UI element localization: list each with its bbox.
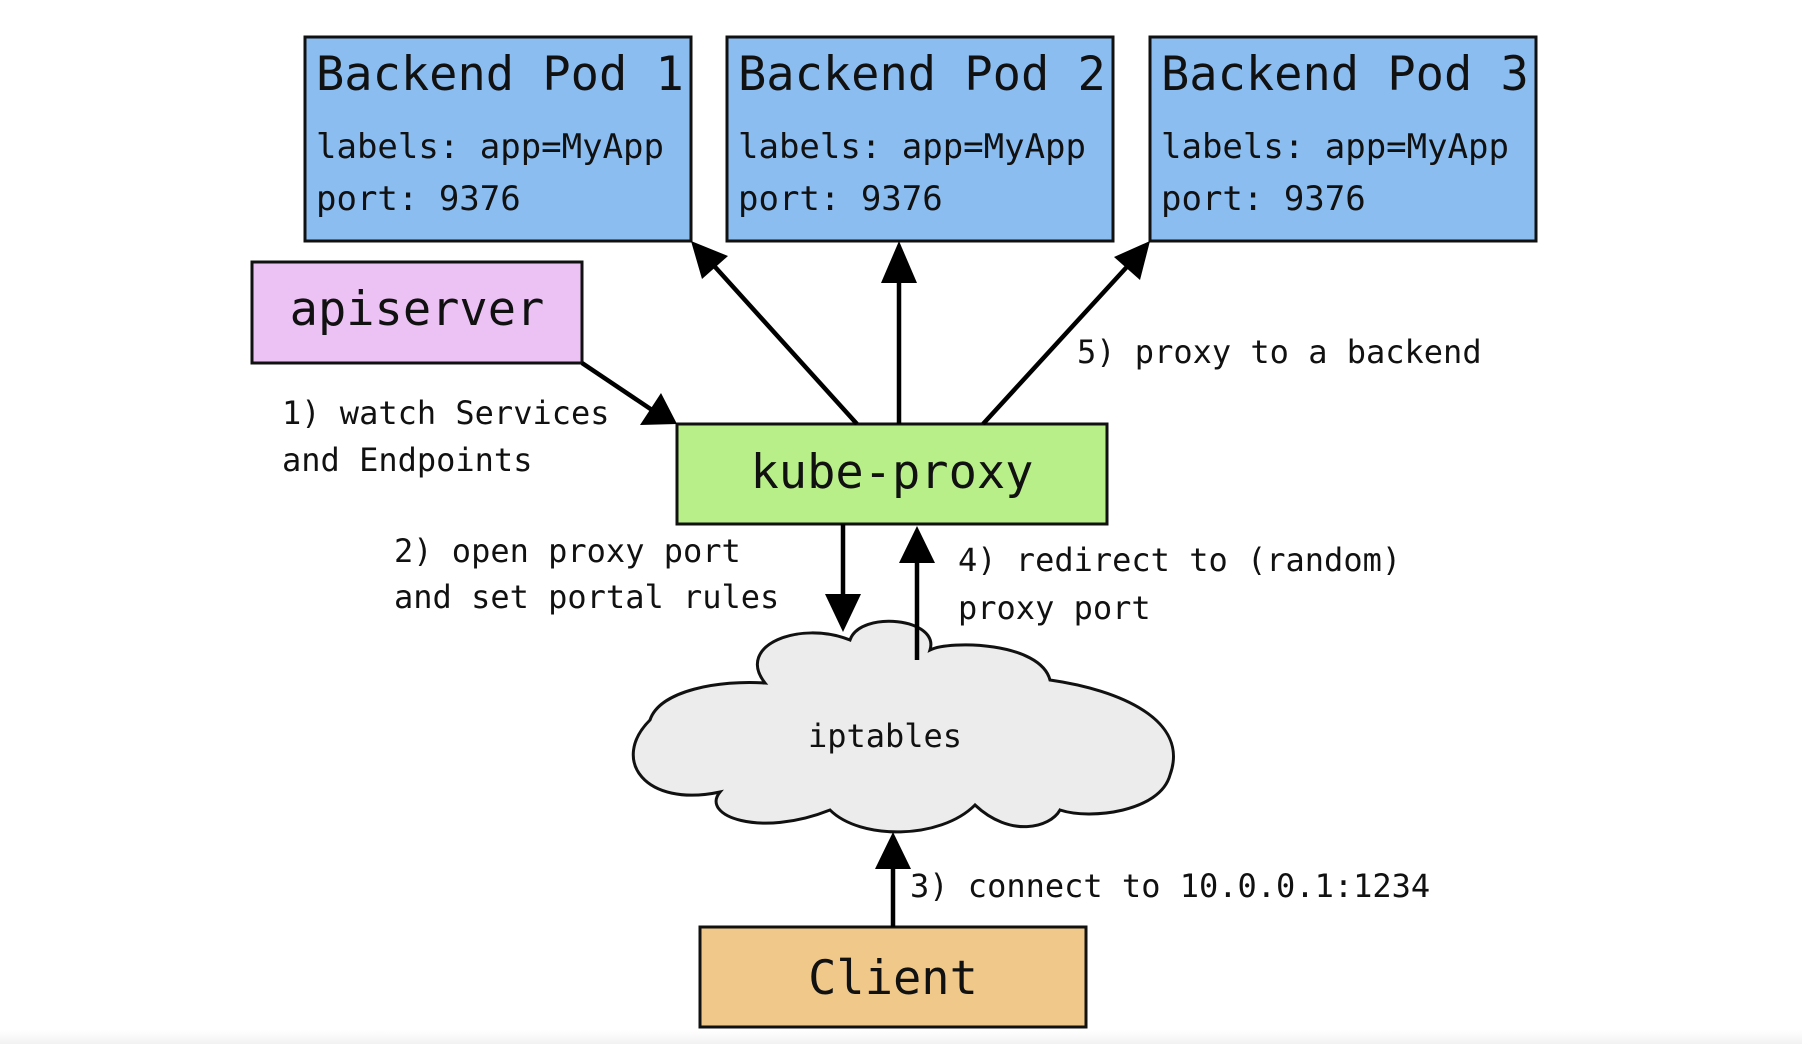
kube-proxy-node: kube-proxy: [675, 422, 1109, 526]
arrow-to-pod-2: [881, 241, 917, 424]
client-label: Client: [808, 951, 978, 1006]
client-node: Client: [698, 925, 1088, 1029]
step3-line1: 3) connect to 10.0.0.1:1234: [910, 867, 1430, 905]
apiserver-node: apiserver: [250, 260, 584, 365]
arrow-watch: [580, 361, 677, 425]
arrow-to-pod-3: [981, 241, 1150, 426]
arrows: [580, 241, 1150, 927]
step2-line1: 2) open proxy port: [394, 532, 741, 570]
backend-pod-3-port: port: 9376: [1161, 179, 1366, 219]
apiserver-box: [250, 260, 584, 365]
bottom-fade: [0, 1030, 1802, 1044]
iptables-label: iptables: [808, 717, 962, 755]
backend-pod-1-title: Backend Pod 1: [316, 47, 684, 102]
backend-pod-2-labels: labels: app=MyApp: [738, 127, 1086, 167]
kube-proxy-label: kube-proxy: [751, 445, 1034, 500]
backend-pod-1-box: [303, 35, 693, 243]
iptables-cloud: iptables: [631, 619, 1175, 834]
apiserver-label: apiserver: [290, 282, 545, 337]
backend-pod-3-title: Backend Pod 3: [1161, 47, 1529, 102]
step5-line1: 5) proxy to a backend: [1077, 333, 1482, 371]
arrow-redirect: [899, 526, 935, 660]
client-box: [698, 925, 1088, 1029]
backend-pod-3: Backend Pod 3 labels: app=MyApp port: 93…: [1148, 35, 1538, 243]
arrow-open-portal: [825, 524, 861, 632]
arrow-to-pod-1: [691, 241, 859, 426]
step1-line1: 1) watch Services: [282, 394, 610, 432]
backend-pod-2-port: port: 9376: [738, 179, 943, 219]
kube-proxy-box: [675, 422, 1109, 526]
backend-pod-1-labels: labels: app=MyApp: [316, 127, 664, 167]
backend-pod-2-box: [725, 35, 1115, 243]
step-labels: 1) watch Services and Endpoints 2) open …: [282, 333, 1482, 905]
step2-line2: and set portal rules: [394, 578, 779, 616]
step1-line2: and Endpoints: [282, 441, 532, 479]
backend-pod-2: Backend Pod 2 labels: app=MyApp port: 93…: [725, 35, 1115, 243]
iptables-cloud-shape: [631, 619, 1175, 834]
arrow-connect: [875, 832, 911, 927]
backend-pod-2-title: Backend Pod 2: [738, 47, 1106, 102]
backend-pod-1-port: port: 9376: [316, 179, 521, 219]
backend-pod-3-box: [1148, 35, 1538, 243]
step4-line2: proxy port: [958, 589, 1151, 627]
backend-pod-1: Backend Pod 1 labels: app=MyApp port: 93…: [303, 35, 693, 243]
backend-pod-3-labels: labels: app=MyApp: [1161, 127, 1509, 167]
step4-line1: 4) redirect to (random): [958, 541, 1401, 579]
